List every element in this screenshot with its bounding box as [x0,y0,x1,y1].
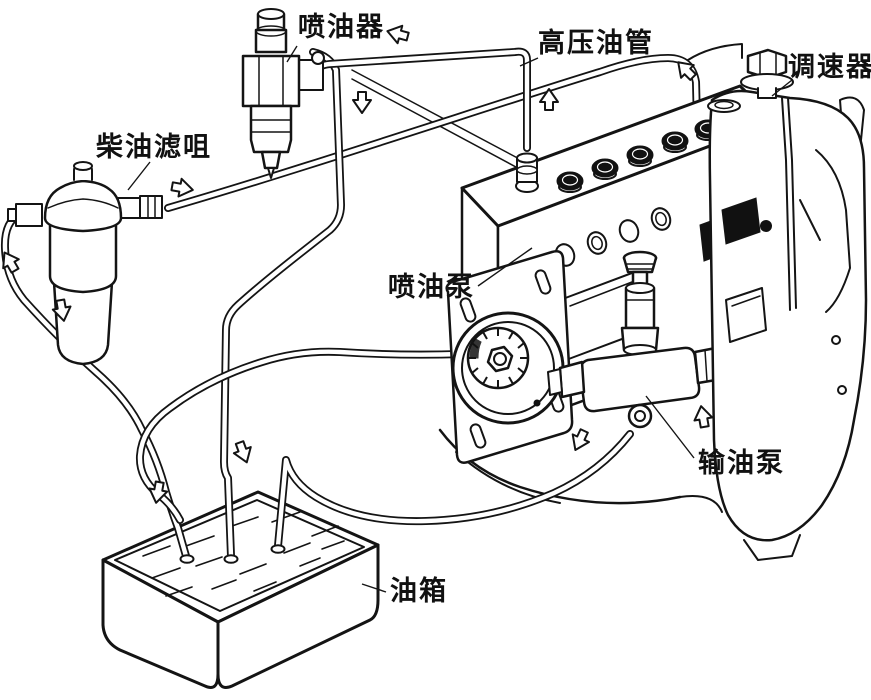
governor-drawing [707,48,868,561]
label-diesel-filter: 柴油滤咀 [96,132,212,162]
label-injector: 喷油器 [298,12,385,42]
label-injection-pump: 喷油泵 [388,272,475,302]
fuel-injector-drawing [241,8,325,179]
high-pressure-pipe-drawing [312,47,531,152]
label-transfer-pump: 输油泵 [698,447,785,478]
governor-top-nut [740,48,794,99]
label-fuel-tank: 油箱 [390,575,448,606]
gear-coupling-drawing [445,250,574,464]
hp-outlet-fitting [515,152,539,193]
label-high-pressure-pipe: 高压油管 [538,27,654,58]
fuel-level-dashes [142,511,345,597]
fuel-tank-drawing [101,490,380,689]
injector-return-pipe [220,48,345,564]
diesel-filter-drawing [7,161,163,366]
labels: 喷油器 高压油管 调速器 柴油滤咀 喷油泵 输油泵 油箱 [96,12,871,606]
leader-lines [127,45,793,593]
transfer-pump-drawing [547,250,743,429]
tank-suction-pipe [270,430,634,554]
pump-overflow-pipe [135,347,466,524]
delivery-valves [556,119,722,193]
label-governor: 调速器 [788,52,871,82]
